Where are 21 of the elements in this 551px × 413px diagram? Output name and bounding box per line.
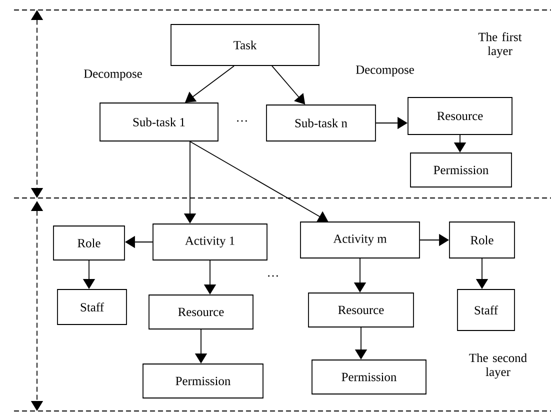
box: Task — [170, 24, 320, 66]
box: Permission — [142, 364, 264, 398]
box: Resource — [308, 292, 414, 328]
box: Staff — [57, 289, 127, 325]
box: Permission — [410, 152, 512, 188]
box: Sub-task n — [266, 104, 376, 142]
box: Role — [53, 226, 125, 260]
box: Permission — [312, 360, 426, 394]
label: The first layer — [478, 32, 522, 58]
label: … — [237, 120, 247, 122]
label: The second layer — [469, 353, 527, 379]
label: … — [268, 275, 278, 277]
label: Decompose — [84, 70, 142, 80]
box: Role — [449, 222, 515, 258]
box: Resource — [408, 97, 512, 135]
label: Decompose — [356, 66, 414, 76]
box: Sub-task 1 — [100, 102, 218, 142]
box: Resource — [148, 294, 254, 330]
box: Staff — [457, 289, 515, 331]
box: Activity m — [300, 222, 420, 258]
box: Activity 1 — [152, 224, 268, 260]
